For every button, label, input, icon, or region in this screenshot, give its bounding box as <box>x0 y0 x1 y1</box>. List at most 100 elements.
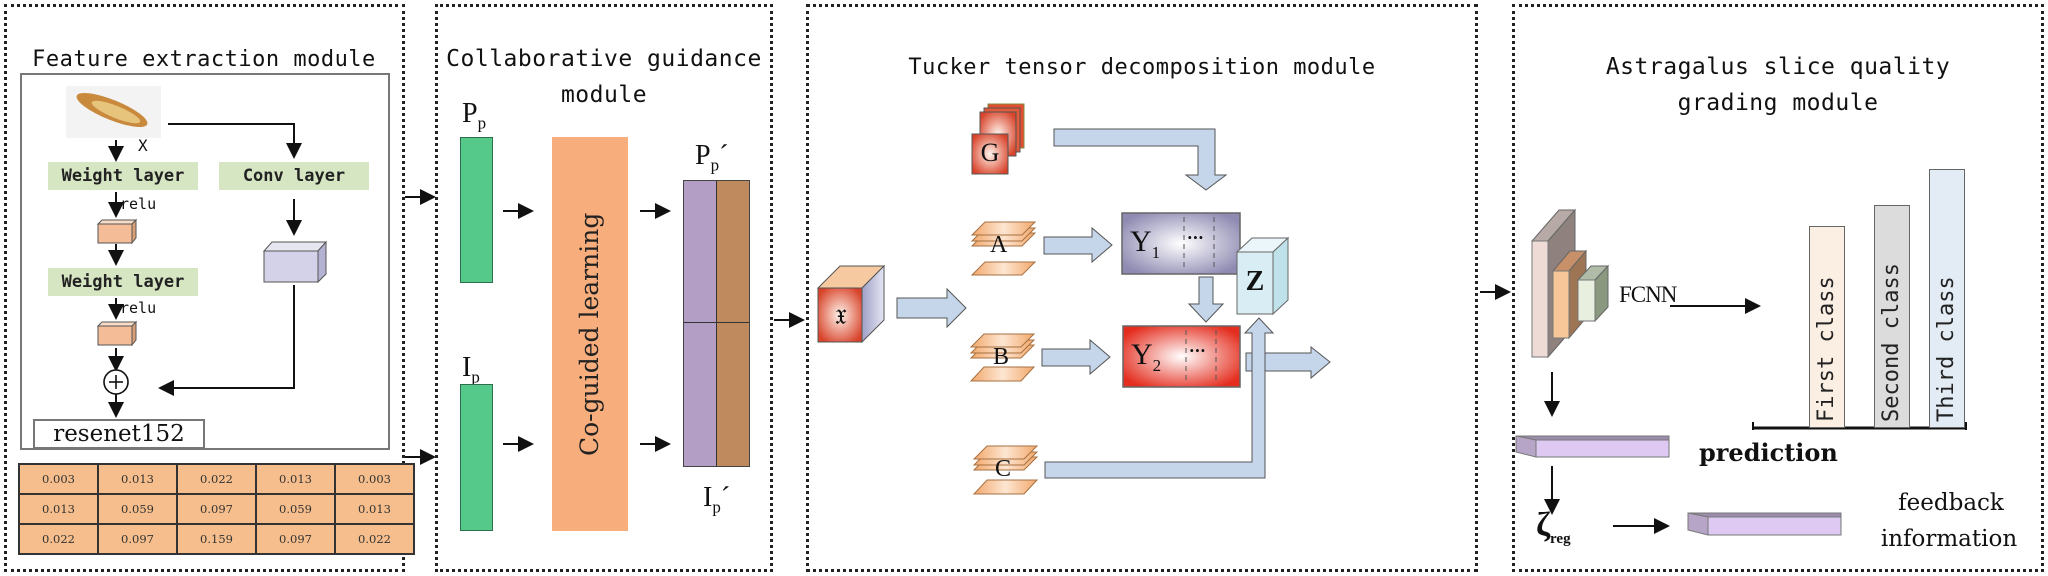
factor-a-label: A <box>990 232 1008 258</box>
loss-sub: reg <box>1550 530 1571 547</box>
y1-block <box>1121 212 1241 275</box>
class-label-2: Second class <box>1879 263 1904 422</box>
relu-label-2: relu <box>120 299 157 317</box>
core-tensor-label: G <box>980 138 1000 167</box>
kernel-cell: 0.013 <box>18 493 99 525</box>
feedback-label-line1: feedback <box>1898 490 2004 516</box>
ip-prime-label: Ip´ <box>703 482 730 518</box>
factor-b-label: B <box>993 344 1010 370</box>
feature-extraction-module <box>4 4 405 572</box>
output-z-label: Z <box>1245 266 1265 297</box>
weight-layer-2: Weight layer <box>48 268 198 296</box>
core-tensor-g-icon <box>971 103 1025 175</box>
kernel-cell: 0.022 <box>334 523 415 555</box>
ip-prime-letter: I <box>703 482 713 513</box>
kernel-cell: 0.059 <box>97 493 178 525</box>
ip-prime-right <box>716 323 749 466</box>
pp-prime-left <box>684 181 717 323</box>
factor-b-slab-4 <box>969 366 1036 382</box>
tucker-title: Tucker tensor decomposition module <box>908 55 1376 80</box>
conv-layer: Conv layer <box>219 162 369 190</box>
y2-ellipsis: ··· <box>1189 341 1206 360</box>
ip-prime-left <box>684 323 717 466</box>
feedback-vector-icon <box>1687 512 1842 536</box>
slice-inner <box>91 100 141 124</box>
relu-label-1: relu <box>120 195 157 213</box>
feature-block-1-icon <box>96 218 138 245</box>
y1-label: Y1 <box>1130 225 1160 263</box>
loss-symbol: ζ <box>1536 506 1551 543</box>
cg-title-line1: Collaborative guidance <box>446 46 762 72</box>
collaborative-guidance-module <box>435 4 773 572</box>
ip-sub: p <box>471 367 480 387</box>
kernel-cell: 0.097 <box>176 493 257 525</box>
pp-letter: P <box>462 98 478 129</box>
factor-b-slab-3 <box>969 333 1036 348</box>
fcnn-label: FCNN <box>1619 282 1677 307</box>
ip-prime-mark: ´ <box>720 482 731 513</box>
tucker-decomposition-module <box>806 4 1478 572</box>
pp-prime-label: Pp´ <box>695 140 728 176</box>
co-guided-learning-block <box>552 137 628 531</box>
arrow-g-to-y1 <box>1053 128 1228 191</box>
input-tensor-cube-icon <box>816 264 886 344</box>
kernel-cell: 0.013 <box>334 493 415 525</box>
kernel-cell: 0.003 <box>18 463 99 495</box>
class-label-1: First class <box>1814 276 1839 422</box>
kernel-cell: 0.059 <box>255 493 336 525</box>
arrow-a-to-y1 <box>1043 226 1113 264</box>
pp-prime-mark: ´ <box>719 140 729 171</box>
y2-block <box>1122 325 1241 388</box>
grading-module <box>1512 4 2044 572</box>
kernel-cell: 0.013 <box>255 463 336 495</box>
arrow-y1-to-y2 <box>1187 276 1225 323</box>
arrow-x-to-factors <box>896 287 967 329</box>
class-bar-1 <box>1809 226 1845 428</box>
resnet-block-frame <box>20 73 390 450</box>
ip-letter: I <box>462 352 472 383</box>
y2-label: Y2 <box>1131 338 1161 376</box>
weight-layer-1: Weight layer <box>48 162 198 190</box>
pp-prime-sub: p <box>710 155 720 175</box>
y1-sub: 1 <box>1151 243 1161 262</box>
loss-reg-label: ζreg <box>1536 506 1571 548</box>
fcnn-layers-icon <box>1530 208 1610 359</box>
kernel-cell: 0.003 <box>334 463 415 495</box>
pp-prime-letter: P <box>695 140 711 171</box>
kernel-cell: 0.097 <box>255 523 336 555</box>
conv-output-cube-icon <box>262 240 328 284</box>
ip-feature-bar <box>460 384 493 531</box>
factor-c-slab-3 <box>972 445 1039 460</box>
factor-c-label: C <box>995 456 1012 482</box>
class-label-3: Third class <box>1934 276 1959 422</box>
prediction-label: prediction <box>1699 438 1838 467</box>
pp-label: Pp <box>462 98 486 134</box>
fused-feature-block <box>683 180 750 467</box>
output-z-cube-icon <box>1235 236 1290 316</box>
input-tensor-label: 𝔵 <box>834 298 848 331</box>
feature-extraction-title: Feature extraction module <box>32 47 376 72</box>
y2-letter: Y <box>1131 338 1153 371</box>
astragalus-slice-image <box>66 86 161 138</box>
y1-ellipsis: ··· <box>1187 228 1204 247</box>
y2-sub: 2 <box>1152 356 1162 375</box>
arrow-input-to-conv <box>168 123 302 159</box>
factor-a-icon <box>970 221 1037 276</box>
kernel-cell: 0.022 <box>18 523 99 555</box>
arrow-b-to-y2 <box>1041 338 1111 376</box>
arrow-skip-to-add <box>158 285 295 396</box>
ip-label: Ip <box>462 352 480 388</box>
ip-prime-sub: p <box>712 497 721 517</box>
grading-title-line2: grading module <box>1677 90 1879 116</box>
y1-letter: Y <box>1130 225 1152 258</box>
kernel-cell: 0.013 <box>97 463 178 495</box>
feature-block-2-icon <box>96 320 138 347</box>
pp-feature-bar <box>460 137 493 283</box>
